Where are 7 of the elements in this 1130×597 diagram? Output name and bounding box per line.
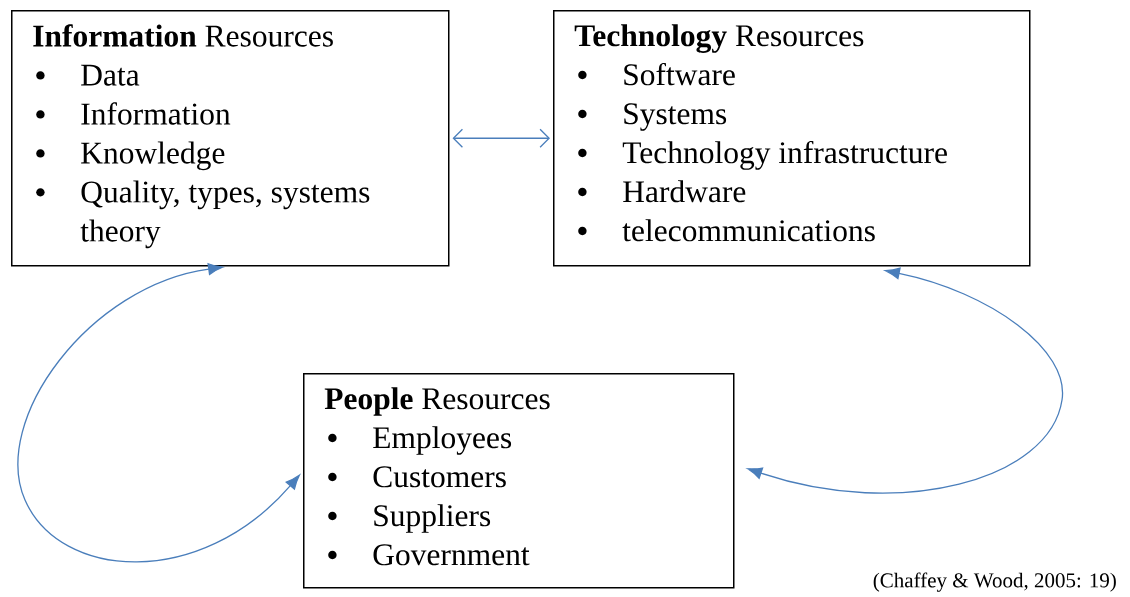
resource-box: People Resources Employees Customers Suppliers Government [303,373,735,589]
arrow [747,267,1063,494]
arrow [452,128,550,148]
resource-box: Information Resources Data Information Knowledge Quality, types, systems theory [11,10,450,267]
arrow [17,263,300,563]
resource-box: Technology Resources Software Systems Technology infrastructure Hardware telecommunications [553,10,1031,267]
caption: (Chaffey & Wood, 2005: 19) [873,572,1116,592]
